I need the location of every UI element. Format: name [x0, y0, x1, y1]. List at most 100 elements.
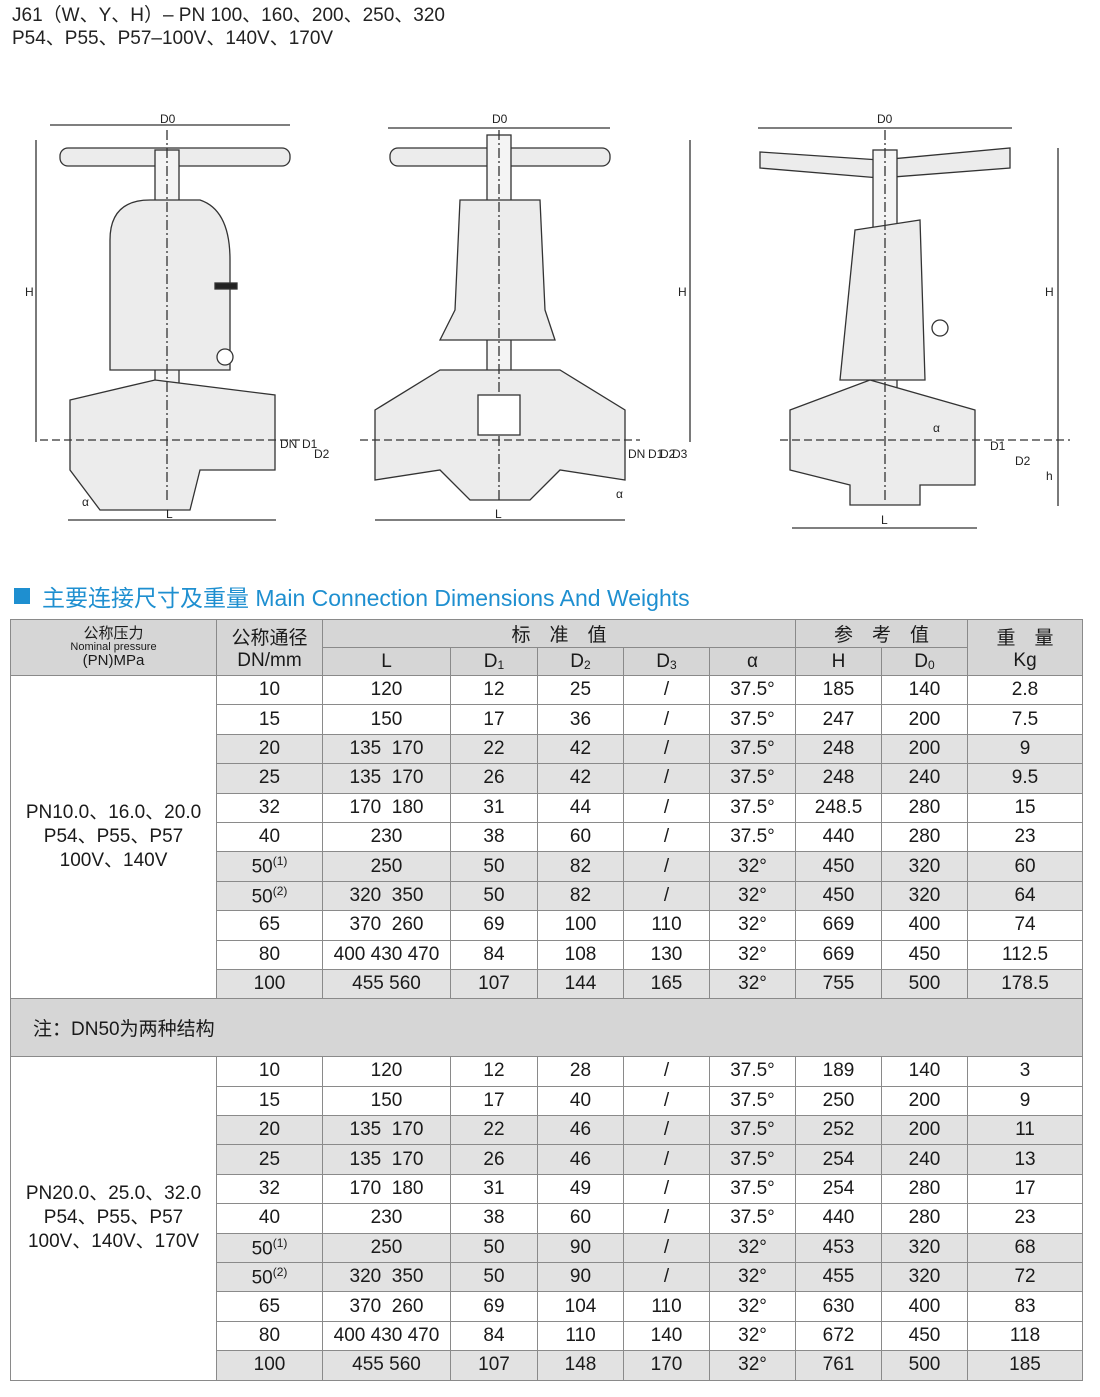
dim-label-d1: D1 [648, 447, 664, 461]
cell-kg: 112.5 [967, 939, 1084, 970]
dim-label-d3: D3 [672, 447, 688, 461]
cell-d1: 50 [450, 1262, 538, 1293]
cell-kg: 7.5 [967, 704, 1084, 735]
cell-d3: / [623, 821, 710, 853]
valve-drawing-1 [35, 124, 300, 521]
cell-d2: 49 [537, 1173, 624, 1205]
cell-dn: 80 [216, 939, 323, 970]
cell-a: 32° [709, 1232, 796, 1264]
cell-d3: / [623, 792, 710, 823]
cell-d3: 110 [623, 910, 710, 941]
dimensions-table: 公称压力 Nominal pressure (PN)MPa 公称通径 DN/mm… [9, 619, 1084, 1381]
cell-d0: 280 [880, 821, 969, 853]
dn-value: 15 [258, 708, 281, 730]
dim-label-h: H [25, 285, 34, 299]
dn-footnote: (2) [272, 883, 288, 898]
section-bullet-icon [14, 588, 30, 604]
cell-d1: 38 [450, 1203, 538, 1234]
cell-d1: 50 [450, 851, 538, 882]
cell-h: 630 [795, 1291, 882, 1322]
cell-d2: 40 [537, 1085, 624, 1117]
dn-value: 80 [258, 943, 281, 965]
cell-d0: 320 [880, 851, 969, 882]
dim-label-d2: D2 [660, 447, 676, 461]
header-d1-base: D [483, 650, 498, 672]
cell-h: 254 [795, 1144, 882, 1175]
cell-dn: 100 [216, 1350, 323, 1381]
cell-d2: 42 [537, 733, 624, 765]
cell-d0: 400 [880, 910, 969, 941]
cell-l: 250 [322, 851, 451, 882]
cell-a: 37.5° [709, 792, 796, 823]
cell-l: 170 180 [322, 1173, 451, 1205]
header-d2-base: D [570, 650, 585, 672]
dn-footnote: (1) [272, 1235, 288, 1250]
cell-d2: 46 [537, 1115, 624, 1146]
cell-d3: 140 [623, 1320, 710, 1352]
cell-kg: 17 [967, 1173, 1084, 1205]
cell-h: 453 [795, 1232, 882, 1264]
cell-h: 450 [795, 880, 882, 912]
cell-a: 37.5° [709, 674, 796, 706]
cell-l: 135 170 [322, 763, 451, 794]
dim-label-d0: D0 [160, 112, 176, 126]
cell-d2: 60 [537, 821, 624, 853]
cell-a: 32° [709, 1262, 796, 1293]
dn-value: 25 [258, 1148, 281, 1170]
dn-value: 50 [251, 856, 273, 878]
dim-label-l: L [495, 507, 502, 521]
header-pn-en: Nominal pressure [70, 641, 157, 653]
cell-a: 32° [709, 1320, 796, 1352]
cell-l: 150 [322, 1085, 451, 1117]
cell-d2: 90 [537, 1232, 624, 1264]
cell-d1: 12 [450, 1056, 538, 1087]
cell-a: 37.5° [709, 763, 796, 794]
cell-d0: 400 [880, 1291, 969, 1322]
cell-d1: 31 [450, 1173, 538, 1205]
cell-d2: 42 [537, 763, 624, 794]
cell-h: 450 [795, 851, 882, 882]
dn-value: 32 [258, 1178, 281, 1200]
cell-d1: 50 [450, 1232, 538, 1264]
cell-d0: 200 [880, 1085, 969, 1117]
note-text: 注：DN50为两种结构 [9, 998, 1084, 1058]
cell-d0: 320 [880, 1232, 969, 1264]
dim-label-dn: DN [280, 437, 297, 451]
model-line-1: J61（W、Y、H）– PN 100、160、200、250、320 [12, 5, 445, 26]
cell-kg: 74 [967, 910, 1084, 941]
pressure-class-line: PN10.0、16.0、20.0 [25, 802, 202, 824]
dim-label-dn: DN [628, 447, 645, 461]
cell-l: 170 180 [322, 792, 451, 823]
cell-a: 32° [709, 1350, 796, 1381]
dim-label-d1: D1 [302, 437, 318, 451]
cell-kg: 15 [967, 792, 1084, 823]
cell-d1: 26 [450, 1144, 538, 1175]
cell-d0: 320 [880, 880, 969, 912]
cell-d2: 100 [537, 910, 624, 941]
dn-value: 100 [253, 973, 286, 995]
cell-dn: 20 [216, 1115, 323, 1146]
cell-l: 120 [322, 674, 451, 706]
cell-d3: / [623, 880, 710, 912]
dn-value: 50 [251, 1238, 273, 1259]
header-nominal-diameter: 公称通径 DN/mm [216, 619, 323, 676]
cell-d2: 110 [537, 1320, 624, 1352]
dim-label-d2: D2 [314, 447, 330, 461]
cell-d3: / [623, 1173, 710, 1205]
cell-l: 370 260 [322, 1291, 451, 1322]
cell-kg: 2.8 [967, 674, 1084, 706]
cell-a: 37.5° [709, 1203, 796, 1234]
cell-dn: 50(2) [216, 1262, 323, 1293]
header-d2-sub: 2 [584, 657, 591, 672]
cell-dn: 100 [216, 968, 323, 1000]
cell-d0: 200 [880, 1115, 969, 1146]
cell-d0: 200 [880, 733, 969, 765]
cell-kg: 178.5 [967, 968, 1084, 1000]
cell-d1: 17 [450, 1085, 538, 1117]
cell-dn: 80 [216, 1320, 323, 1352]
